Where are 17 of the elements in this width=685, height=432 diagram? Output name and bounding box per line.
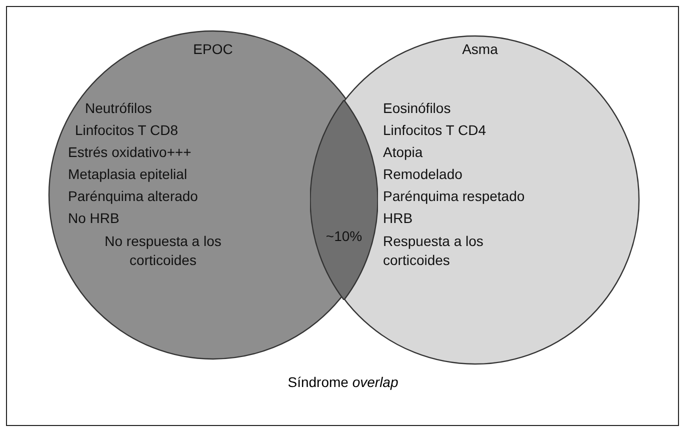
trait-item: Parénquima alterado (68, 187, 198, 206)
trait-item: Parénquima respetado (383, 187, 525, 206)
trait-item: Linfocitos T CD4 (383, 121, 486, 140)
trait-item: Remodelado (383, 165, 462, 184)
trait-item: No HRB (68, 209, 120, 228)
trait-item: Metaplasia epitelial (68, 165, 188, 184)
trait-item: Respuesta a los corticoides (383, 232, 484, 270)
circle-heading: Asma (461, 40, 499, 59)
trait-item: Linfocitos T CD8 (75, 121, 178, 140)
trait-item: Neutrófilos (85, 99, 152, 118)
circle-heading: EPOC (192, 40, 234, 59)
caption: Síndrome overlap (286, 374, 400, 390)
trait-item: Atopia (383, 143, 423, 162)
trait-item: Eosinófilos (383, 99, 451, 118)
trait-item: No respuesta a los corticoides (104, 232, 222, 270)
trait-item: HRB (383, 209, 413, 228)
trait-item: Estrés oxidativo+++ (68, 143, 192, 162)
